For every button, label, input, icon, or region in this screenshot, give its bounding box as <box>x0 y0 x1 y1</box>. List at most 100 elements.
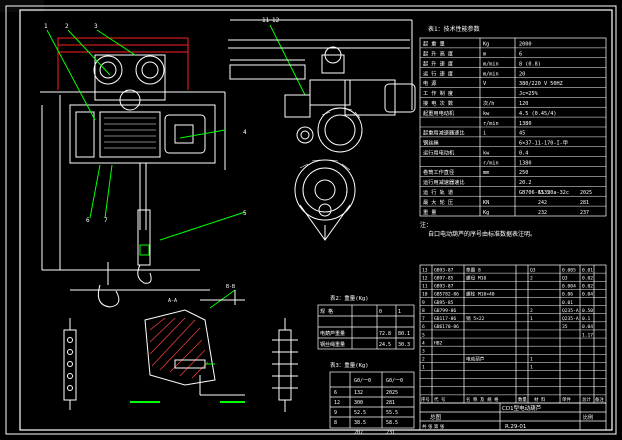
table-b-cell: 132 <box>354 390 363 396</box>
table-b-cell: 231 <box>386 430 395 436</box>
table-b-cell: 207 <box>354 430 363 436</box>
inner-frame <box>19 9 613 431</box>
main-table-value: 0.4 <box>519 150 528 156</box>
parts-header: 备注 <box>595 396 604 403</box>
main-table-name: 运 行 速 度 <box>423 69 453 77</box>
table-b-cell: 9 <box>334 410 337 416</box>
outer-frame <box>5 5 617 435</box>
table-a-header: 规 格 <box>320 308 333 315</box>
main-table-extra-v1: 1135 <box>538 190 550 196</box>
parts-cell: 12 <box>422 275 428 281</box>
main-table-unit: r/min <box>483 121 499 127</box>
note-text: 自口电动葫芦的序号由标准数据表注明。 <box>428 230 536 238</box>
section-detail <box>130 290 245 403</box>
parts-cell: 0.004 <box>562 284 576 290</box>
main-table-name: 起重用减速器速比 <box>423 129 465 137</box>
main-table-unit: m/min <box>483 61 499 67</box>
callout-6: 6 <box>86 217 90 224</box>
callout-7: 7 <box>104 217 108 224</box>
pendant-left <box>63 318 77 410</box>
parts-cell: 2 <box>422 357 425 363</box>
table-b-title: 表3：重量(Kg) <box>330 361 369 369</box>
main-table-value: 20.2 <box>519 180 532 186</box>
main-table-name: 运 行 轨 道 <box>423 188 453 196</box>
parts-cell: 0.04 <box>582 292 593 298</box>
main-table-name: 起重用电动机 <box>423 109 455 117</box>
table-a-grid <box>317 304 415 350</box>
parts-cell: GB97-85 <box>434 275 454 281</box>
parts-cell: HB2 <box>434 340 443 346</box>
main-table-value: 6 <box>519 52 522 58</box>
parts-cell: GB5782-86 <box>434 292 459 298</box>
main-table-name: 运行用减速器速比 <box>423 178 465 186</box>
table-a-title: 表2：重量(Kg) <box>330 294 369 302</box>
table-a-cell: 24.5 <box>379 342 391 348</box>
parts-cell: 13 <box>422 267 428 273</box>
main-table-unit: m/min <box>483 71 499 77</box>
table-b-cell: 38.5 <box>354 420 366 426</box>
main-table-name: 运行用电动机 <box>423 148 455 156</box>
parts-cell: 35 <box>562 324 568 330</box>
parts-header: 材 料 <box>534 396 546 403</box>
callout-2: 2 <box>65 23 69 30</box>
table-b-header: G0/一0 <box>354 378 371 384</box>
parts-cell: 0.04 <box>582 324 593 330</box>
main-table-name: 起 升 高 度 <box>423 50 453 58</box>
parts-cell: 8 <box>422 308 425 314</box>
main-table-name: 卷筒工作直径 <box>423 168 454 176</box>
parts-cell: GB93-87 <box>434 284 454 290</box>
main-table-title: 表1：技术性能参数 <box>428 25 480 33</box>
parts-cell: 电动葫芦 <box>466 356 485 363</box>
table-b-grid <box>329 371 415 429</box>
parts-cell: 3 <box>422 348 425 354</box>
parts-cell: 0.50 <box>582 308 593 314</box>
parts-cell: 0.01 <box>582 267 593 273</box>
table-a-cell: 30.3 <box>398 342 410 348</box>
note-label: 注： <box>420 221 432 229</box>
table-b-cell: 300 <box>354 400 363 406</box>
main-table-extra-v2: 237 <box>580 210 589 216</box>
parts-cell: 9 <box>422 300 425 306</box>
main-table-value: 8 (0.8) <box>519 61 541 67</box>
table-a-header: 1 <box>398 309 401 315</box>
parts-cell: 0.02 <box>582 284 593 290</box>
parts-cell: GB95-85 <box>434 300 454 306</box>
main-table-value: Jc=25% <box>519 91 539 97</box>
parts-header: 数量 <box>518 396 527 403</box>
parts-cell: Q235-A <box>562 316 579 322</box>
main-table-name: 接 电 次 数 <box>423 99 454 107</box>
title-block-drawing: 总图 <box>430 413 442 421</box>
parts-cell: 0.1 <box>582 316 591 322</box>
main-table-name: 电 源 <box>423 79 437 87</box>
rail-beam <box>57 37 189 46</box>
parts-cell: 0.02 <box>582 275 593 281</box>
parts-cell: 5 <box>422 332 425 338</box>
title-block-sheet: 共 张 第 张 <box>422 423 445 430</box>
main-table-name: 起 升 速 度 <box>423 59 453 67</box>
main-table-name: 钢丝绳 <box>423 139 439 147</box>
table-b-header: G0/一0 <box>386 378 403 384</box>
main-table-value: 20 <box>519 71 525 77</box>
callout-12: 12 <box>272 17 280 24</box>
parts-cell: GB93-87 <box>434 267 454 273</box>
section-label-b: B-B <box>226 284 235 290</box>
parts-cell: GB117-86 <box>434 316 456 322</box>
parts-header: 单件 <box>562 396 571 403</box>
parts-cell: 11 <box>422 284 428 290</box>
table-a-cell: 72.8 <box>379 331 391 337</box>
parts-cell: 螺栓 M10×40 <box>466 291 495 298</box>
parts-cell: 4 <box>422 340 425 346</box>
main-table-unit: mm <box>483 170 489 176</box>
table-a-cell: 80.1 <box>398 331 410 337</box>
main-table-value: 250 <box>519 170 528 176</box>
main-table-value: 2000 <box>519 42 532 48</box>
main-table-extra-v1: 242 <box>538 200 547 206</box>
main-table-value: 6×37-11-170-I-甲 <box>519 140 568 147</box>
leader-lines <box>46 24 306 309</box>
parts-cell: 0.06 <box>562 292 573 298</box>
side-view-hoist <box>228 19 416 241</box>
main-table-unit: 次/h <box>483 99 494 107</box>
main-table-unit: r/min <box>483 160 499 166</box>
